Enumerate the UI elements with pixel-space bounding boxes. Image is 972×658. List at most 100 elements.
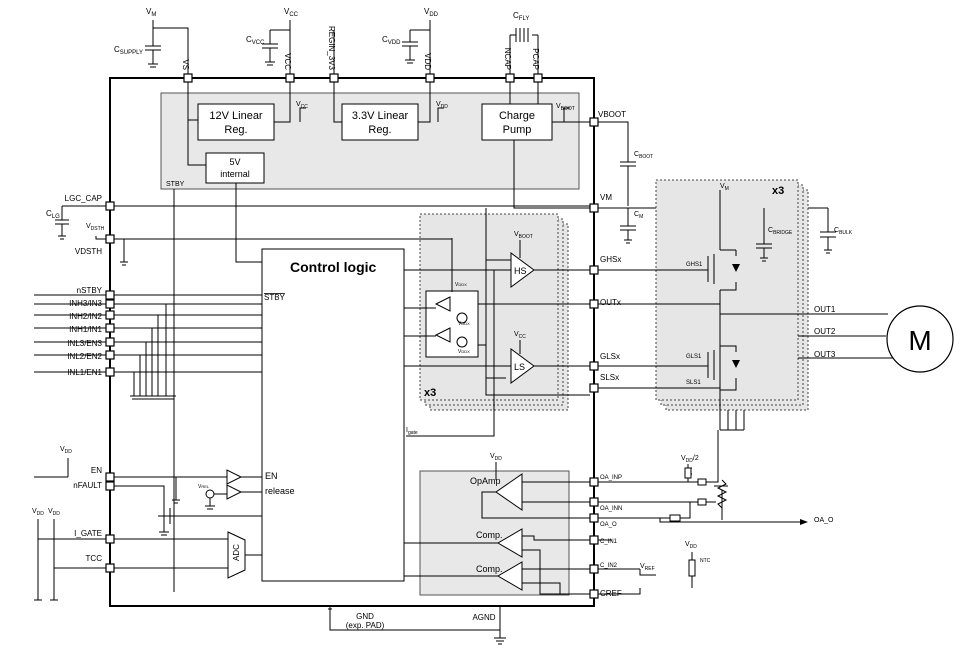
vm-bridge-label: VM — [720, 183, 729, 192]
pin-nstby: nSTBY — [77, 286, 103, 295]
stby-label: STBY — [166, 181, 185, 188]
reg33-label-2: Reg. — [368, 124, 391, 136]
release-cl-label: release — [265, 486, 295, 496]
cp-label-1: Charge — [499, 110, 535, 122]
vdd-half-resistor — [684, 467, 692, 479]
current-source-1 — [456, 312, 468, 324]
vddx-label-3: VDDX — [458, 349, 470, 355]
pin-c-in2: C_IN2 — [600, 563, 618, 569]
sense-resistor-1 — [697, 478, 707, 486]
control-logic-block — [261, 248, 405, 582]
reg12-label-2: Reg. — [224, 124, 247, 136]
motor — [886, 305, 954, 373]
pin-vm: VM — [600, 193, 612, 202]
pin-pcap — [533, 73, 543, 83]
en-nfault-wiring — [114, 476, 262, 569]
pin-inh2: INH2/IN2 — [69, 312, 102, 321]
vcc-gd-label: VCC — [514, 331, 526, 340]
ghs1-label: GHS1 — [686, 262, 703, 268]
vdd-left-3: VDD — [48, 508, 60, 517]
vdd-ntc-label: VDD — [685, 541, 697, 550]
pin-lgc-cap: LGC_CAP — [65, 194, 102, 203]
exp-pad-label: (exp. PAD) — [346, 621, 385, 630]
igate-label: Igate — [406, 427, 418, 436]
vdd-internal-label: VDD — [436, 101, 448, 110]
pin-vs-label: VS — [181, 59, 190, 70]
pin-oa-inp: OA_INP — [600, 475, 622, 481]
shunt-resistor — [716, 479, 728, 509]
pin-vdd-label: VDD — [423, 53, 432, 70]
adc-label: ADC — [232, 544, 241, 561]
clg-label: CLG — [46, 209, 60, 220]
oa-o-out-label: OA_O — [814, 517, 834, 524]
pin-regin — [329, 73, 339, 83]
pin-vcc-label: VCC — [283, 53, 292, 70]
sense-wiring — [598, 430, 800, 595]
pin-inl3: INL3/EN3 — [67, 339, 102, 348]
gate-driver-x3: x3 — [424, 387, 436, 399]
pin-vboot: VBOOT — [598, 110, 626, 119]
vcc-internal-label: VCC — [296, 101, 308, 110]
pin-regin-label: REGIN_3V3 — [327, 26, 336, 71]
gd-buffer-2 — [434, 327, 451, 343]
pin-glsx: GLSx — [600, 352, 620, 361]
vdd-top-label: VDD — [424, 7, 439, 18]
power-bridge-wiring — [598, 190, 900, 431]
pin-oa-o: OA_O — [600, 522, 617, 528]
out3-label: OUT3 — [814, 350, 836, 359]
vcc-top-label: VCC — [284, 7, 299, 18]
ground-wiring — [326, 605, 506, 645]
cfly-label: CFLY — [513, 11, 529, 22]
vdd-analog-label: VDD — [490, 453, 502, 462]
opamp-label: OpAmp — [470, 476, 501, 486]
ls-body-diode — [732, 360, 740, 368]
pin-vdd — [425, 73, 435, 83]
pin-i-gate: I_GATE — [74, 529, 102, 538]
pin-oa-inn: OA_INN — [600, 506, 622, 512]
hs-label: HS — [514, 266, 527, 276]
pin-slsx: SLSx — [600, 373, 619, 382]
cvcc-label: CVCC — [246, 35, 265, 46]
vm-top-label: VM — [146, 7, 156, 18]
control-logic-label: Control logic — [290, 259, 377, 275]
out2-label: OUT2 — [814, 327, 836, 336]
cbridge-label: CBRIDGE — [768, 227, 793, 236]
cbulk-label: CBULK — [834, 227, 853, 236]
pin-vcc — [285, 73, 295, 83]
power-bridge-stack-1 — [655, 179, 799, 401]
internal-5v-block — [205, 152, 265, 184]
linear-reg-12v-block — [197, 103, 275, 141]
motor-label: M — [908, 325, 931, 356]
vdd-left-1: VDD — [60, 446, 72, 455]
gate-driver-wiring — [173, 140, 590, 592]
gls1-label: GLS1 — [686, 354, 702, 360]
comp1-label: Comp. — [476, 530, 503, 540]
reg12-label-1: 12V Linear — [209, 110, 263, 122]
en-cl-label: EN — [265, 471, 278, 481]
opamp — [495, 473, 523, 511]
csupply-label: CSUPPLY — [114, 45, 143, 56]
release-comparator — [226, 484, 243, 500]
int5-label-2: internal — [220, 169, 250, 179]
vboot-vm-wiring — [598, 121, 828, 244]
adc-block — [227, 531, 246, 579]
vdd-left-2: VDD — [32, 508, 44, 517]
ntc-label: NTC — [700, 558, 711, 564]
bridge-x3: x3 — [772, 185, 784, 197]
pin-outx: OUTx — [600, 298, 621, 307]
pin-ghsx: GHSx — [600, 255, 621, 264]
comp2-label: Comp. — [476, 564, 503, 574]
hs-body-diode — [732, 264, 740, 272]
oa-o-arrow — [800, 519, 808, 525]
agnd-label: AGND — [472, 613, 495, 622]
comparator-2 — [497, 561, 523, 591]
pin-tcc: TCC — [86, 554, 103, 563]
pin-ncap — [505, 73, 515, 83]
sls1-label: SLS1 — [686, 380, 701, 386]
pin-inh1: INH1/IN1 — [69, 325, 102, 334]
vddx-label-2: VDDX — [458, 321, 470, 327]
cm-label: CM — [634, 211, 643, 220]
vddx-label-1: VDDX — [455, 282, 467, 288]
ntc-resistor — [688, 559, 696, 577]
